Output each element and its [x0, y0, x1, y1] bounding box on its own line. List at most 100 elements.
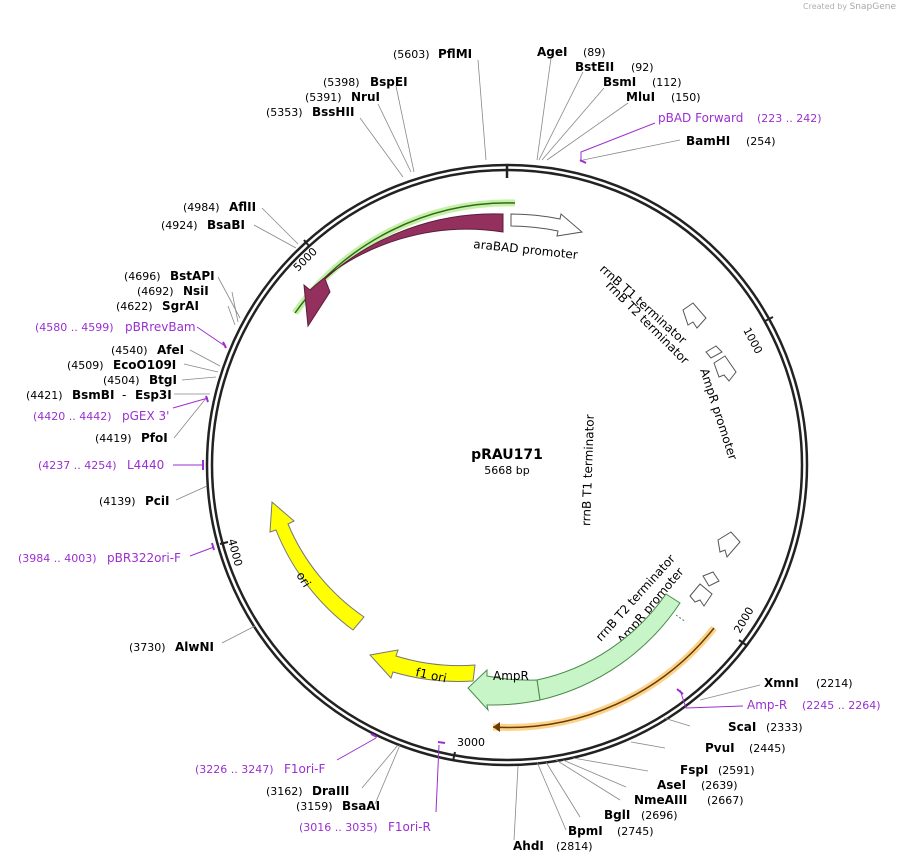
- site-BamHI[interactable]: BamHI (254): [686, 134, 776, 148]
- svg-text:PflMI: PflMI: [438, 47, 472, 61]
- svg-text:PciI: PciI: [145, 494, 170, 508]
- svg-text:(4622): (4622): [116, 300, 153, 313]
- svg-text:BstAPI: BstAPI: [170, 269, 215, 283]
- snapgene-credit: Created by SnapGene: [803, 2, 896, 12]
- primer-F1ori-R[interactable]: (3016 .. 3035) F1ori-R: [299, 820, 431, 834]
- svg-text:SgrAI: SgrAI: [162, 299, 199, 313]
- site-DraIII[interactable]: (3162) DraIII: [266, 784, 349, 798]
- site-BssHII[interactable]: (5353) BssHII: [266, 105, 354, 119]
- site-AgeI[interactable]: AgeI (89): [537, 45, 606, 59]
- site-PciI[interactable]: (4139) PciI: [99, 494, 170, 508]
- svg-text:BtgI: BtgI: [149, 373, 177, 387]
- ori-feature[interactable]: [269, 500, 365, 631]
- svg-text:AseI: AseI: [657, 778, 686, 792]
- site-PfoI[interactable]: (4419) PfoI: [95, 431, 168, 445]
- site-AseI[interactable]: AseI (2639): [657, 778, 738, 792]
- rrnB-T2-label-a: rrnB T2 terminator: [603, 278, 692, 367]
- site-BglI[interactable]: BglI (2696): [604, 808, 678, 822]
- svg-text:PfoI: PfoI: [141, 431, 168, 445]
- site-NmeAIII[interactable]: NmeAIII (2667): [634, 793, 744, 807]
- site-PflMI[interactable]: (5603) PflMI: [393, 47, 472, 61]
- snapgene-brand: SnapGene: [849, 2, 896, 12]
- site-BsaBI[interactable]: (4924) BsaBI: [161, 218, 245, 232]
- svg-text:(223 .. 242): (223 .. 242): [757, 112, 822, 125]
- svg-text:(4924): (4924): [161, 219, 198, 232]
- AmpR-feature-head[interactable]: [467, 668, 541, 712]
- svg-text:NsiI: NsiI: [183, 284, 209, 298]
- rrnB-T1-feature-a[interactable]: [682, 302, 707, 329]
- svg-text:F1ori-R: F1ori-R: [388, 820, 431, 834]
- site-SgrAI[interactable]: (4622) SgrAI: [116, 299, 199, 313]
- svg-text:BsmI: BsmI: [603, 75, 636, 89]
- svg-text:BstEII: BstEII: [575, 60, 614, 74]
- f1-ori-label: f1 ori: [414, 665, 448, 685]
- primer-L4440[interactable]: (4237 .. 4254) L4440: [38, 458, 164, 472]
- primer-pBRrevBam[interactable]: (4580 .. 4599) pBRrevBam: [35, 320, 196, 334]
- svg-text:(4696): (4696): [124, 270, 161, 283]
- site-BsaAI[interactable]: (3159) BsaAI: [296, 799, 380, 813]
- primer-F1ori-F[interactable]: (3226 .. 3247) F1ori-F: [195, 762, 325, 776]
- svg-text:(112): (112): [652, 76, 682, 89]
- rrnB-T2-feature-b[interactable]: [702, 571, 720, 587]
- svg-text:(4692): (4692): [137, 285, 174, 298]
- svg-text:(254): (254): [746, 135, 776, 148]
- AmpR-label: AmpR: [493, 669, 529, 683]
- site-MluI[interactable]: MluI (150): [626, 90, 701, 104]
- svg-text:BglI: BglI: [604, 808, 630, 822]
- svg-text:(4419): (4419): [95, 432, 132, 445]
- site-AfeI[interactable]: (4540) AfeI: [111, 343, 184, 357]
- svg-text:(5391): (5391): [305, 91, 342, 104]
- svg-text:(2214): (2214): [816, 677, 853, 690]
- site-BstAPI[interactable]: (4696) BstAPI: [124, 269, 215, 283]
- site-AlwNI[interactable]: (3730) AlwNI: [129, 640, 214, 654]
- site-BstEII[interactable]: BstEII (92): [575, 60, 654, 74]
- svg-text:(3159): (3159): [296, 800, 333, 813]
- primer-Amp-R[interactable]: Amp-R (2245 .. 2264): [747, 698, 881, 712]
- tick-label-2000: 2000: [731, 605, 756, 636]
- tick-3000: 3000: [452, 736, 485, 762]
- araC-feature[interactable]: [303, 213, 504, 328]
- AmpR-promoter-label-a: AmpR promoter: [697, 367, 740, 462]
- site-NruI[interactable]: (5391) NruI: [305, 90, 380, 104]
- f1-ori-feature[interactable]: [369, 649, 476, 682]
- araBAD-promoter-label: araBAD promoter: [473, 237, 579, 262]
- site-NsiI[interactable]: (4692) NsiI: [137, 284, 209, 298]
- primer-pBR322ori-F[interactable]: (3984 .. 4003) pBR322ori-F: [18, 551, 181, 565]
- svg-text:(2745): (2745): [617, 825, 654, 838]
- tick-5000: 5000: [291, 239, 320, 274]
- site-BpmI[interactable]: BpmI (2745): [568, 824, 654, 838]
- svg-text:AhdI: AhdI: [513, 839, 544, 853]
- site-XmnI[interactable]: XmnI (2214): [764, 676, 853, 690]
- rrnB-T2-feature-a[interactable]: [705, 345, 723, 359]
- svg-text:(2591): (2591): [718, 764, 755, 777]
- svg-text:(89): (89): [583, 46, 606, 59]
- svg-text:(5603): (5603): [393, 48, 430, 61]
- AmpR-promoter-feature-a[interactable]: [713, 355, 737, 382]
- araBAD-promoter-feature[interactable]: [510, 213, 584, 237]
- svg-text:(4509): (4509): [67, 359, 104, 372]
- site-FspI[interactable]: FspI (2591): [680, 763, 755, 777]
- site-BsmBI-Esp3I[interactable]: (4421) BsmBI - Esp3I: [26, 388, 172, 402]
- site-BspEI[interactable]: (5398) BspEI: [323, 75, 408, 89]
- rrnB-T1-feature-b[interactable]: [717, 531, 741, 559]
- site-ScaI[interactable]: ScaI (2333): [728, 720, 803, 734]
- site-BsmI[interactable]: BsmI (112): [603, 75, 682, 89]
- tick-label-3000: 3000: [457, 736, 485, 749]
- svg-text:(4504): (4504): [103, 374, 140, 387]
- svg-text:(2445): (2445): [749, 742, 786, 755]
- svg-text:(3984 .. 4003): (3984 .. 4003): [18, 552, 97, 565]
- svg-text:AgeI: AgeI: [537, 45, 567, 59]
- primer-pGEX-3[interactable]: (4420 .. 4442) pGEX 3': [33, 409, 169, 423]
- site-AhdI[interactable]: AhdI (2814): [513, 839, 593, 853]
- AmpR-promoter-feature-b[interactable]: [689, 583, 713, 607]
- site-AflII[interactable]: (4984) AflII: [183, 200, 256, 214]
- site-EcoO109I[interactable]: (4509) EcoO109I: [67, 358, 176, 372]
- primer-pBAD-Forward[interactable]: pBAD Forward (223 .. 242): [658, 111, 822, 125]
- svg-text:(4540): (4540): [111, 344, 148, 357]
- svg-text:(5398): (5398): [323, 76, 360, 89]
- rrnB-T1-label-a: rrnB T1 terminator: [597, 262, 689, 347]
- svg-text:pBAD Forward: pBAD Forward: [658, 111, 743, 125]
- site-BtgI[interactable]: (4504) BtgI: [103, 373, 177, 387]
- site-PvuI[interactable]: PvuI (2445): [705, 741, 786, 755]
